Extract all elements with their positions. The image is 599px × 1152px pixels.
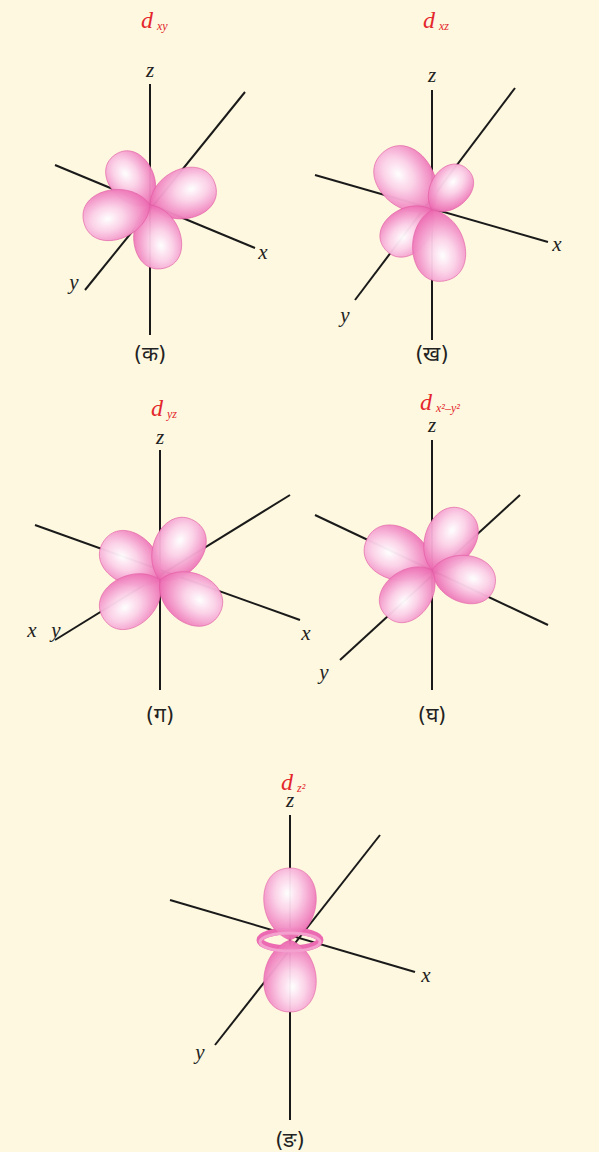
- coordinate-axis: [355, 88, 515, 300]
- panel-label: (ख): [415, 344, 448, 365]
- axis-label: y: [69, 272, 78, 293]
- orbital-group: [35, 450, 300, 690]
- orbital-group: [55, 84, 255, 335]
- axis-label: x: [552, 234, 561, 255]
- orbital-symbol: d: [423, 8, 435, 32]
- orbital-lobe: [90, 560, 175, 640]
- axis-label: z: [428, 415, 436, 436]
- orbital-symbol: d: [151, 396, 163, 420]
- orbital-subscript: x²–y²: [436, 402, 460, 414]
- orbital-lobe: [264, 868, 317, 940]
- torus-ring: [260, 933, 320, 951]
- orbital-group: [315, 88, 548, 340]
- panel-label: (ङ): [275, 1130, 304, 1151]
- panel-label: (क): [134, 344, 166, 365]
- axis-label: y: [195, 1042, 204, 1063]
- orbital-lobe: [77, 181, 156, 247]
- orbital-subscript: z²: [297, 782, 305, 794]
- coordinate-axis: [55, 495, 290, 640]
- orbital-group: [170, 815, 415, 1120]
- axis-label: z: [156, 427, 164, 448]
- orbital-symbol: d: [141, 8, 153, 32]
- orbital-subscript: yz: [167, 408, 177, 420]
- orbital-lobe: [406, 205, 470, 285]
- axis-label: y: [340, 305, 349, 326]
- panel-label: (घ): [418, 705, 446, 726]
- axis-label: z: [286, 790, 294, 811]
- panel-label: (ग): [146, 705, 174, 726]
- axis-label: x: [301, 623, 310, 644]
- axis-label: z: [146, 60, 154, 81]
- coordinate-axis: [215, 835, 380, 1045]
- axis-label: x: [27, 620, 36, 641]
- orbital-subscript: xy: [157, 20, 168, 32]
- axis-label: x: [421, 965, 430, 986]
- orbital-lobe: [148, 558, 232, 635]
- axis-label: x: [258, 242, 267, 263]
- axis-label: y: [51, 620, 60, 641]
- orbital-subscript: xz: [439, 20, 449, 32]
- axis-label: z: [428, 65, 436, 86]
- orbital-lobe: [426, 547, 501, 609]
- orbital-symbol: d: [420, 390, 432, 414]
- orbital-lobe: [369, 553, 448, 632]
- axis-label: y: [319, 662, 328, 683]
- coordinate-axis: [340, 495, 520, 660]
- orbital-group: [315, 440, 548, 690]
